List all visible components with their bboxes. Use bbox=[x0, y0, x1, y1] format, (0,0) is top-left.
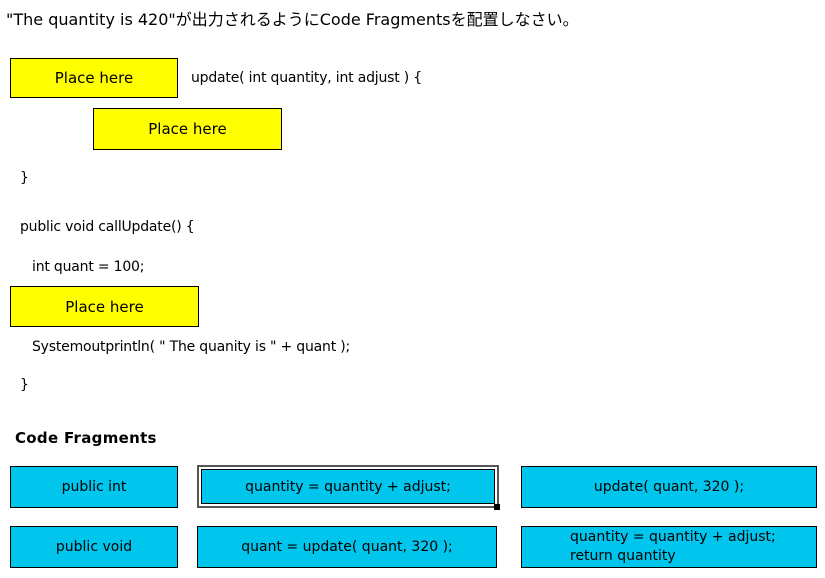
drop-slot-1[interactable]: Place here bbox=[10, 58, 178, 98]
fragment-quantity-adjust-return[interactable]: quantity = quantity + adjust; return qua… bbox=[521, 526, 817, 568]
drop-slot-2[interactable]: Place here bbox=[93, 108, 282, 150]
fragment-line-1: quantity = quantity + adjust; bbox=[570, 529, 776, 545]
code-line-close-brace-1: } bbox=[20, 170, 29, 186]
fragments-title: Code Fragments bbox=[15, 429, 157, 447]
fragment-quantity-plus-adjust[interactable]: quantity = quantity + adjust; bbox=[197, 465, 499, 508]
code-line-callupdate: public void callUpdate() { bbox=[20, 219, 195, 235]
code-line-close-brace-2: } bbox=[20, 377, 29, 393]
fragment-quant-equals-update[interactable]: quant = update( quant, 320 ); bbox=[197, 526, 497, 568]
question-text: "The quantity is 420"が出力されるようにCode Fragm… bbox=[6, 10, 579, 29]
code-line-update-signature: update( int quantity, int adjust ) { bbox=[191, 70, 422, 86]
fragment-public-void[interactable]: public void bbox=[10, 526, 178, 568]
code-line-println: Systemoutprintln( " The quanity is " + q… bbox=[32, 339, 351, 355]
code-line-int-quant: int quant = 100; bbox=[32, 259, 145, 275]
fragment-update-quant-320[interactable]: update( quant, 320 ); bbox=[521, 466, 817, 508]
fragment-line-2: return quantity bbox=[570, 548, 676, 564]
drop-slot-3[interactable]: Place here bbox=[10, 286, 199, 327]
fragment-public-int[interactable]: public int bbox=[10, 466, 178, 508]
drag-handle-icon[interactable] bbox=[494, 504, 500, 510]
